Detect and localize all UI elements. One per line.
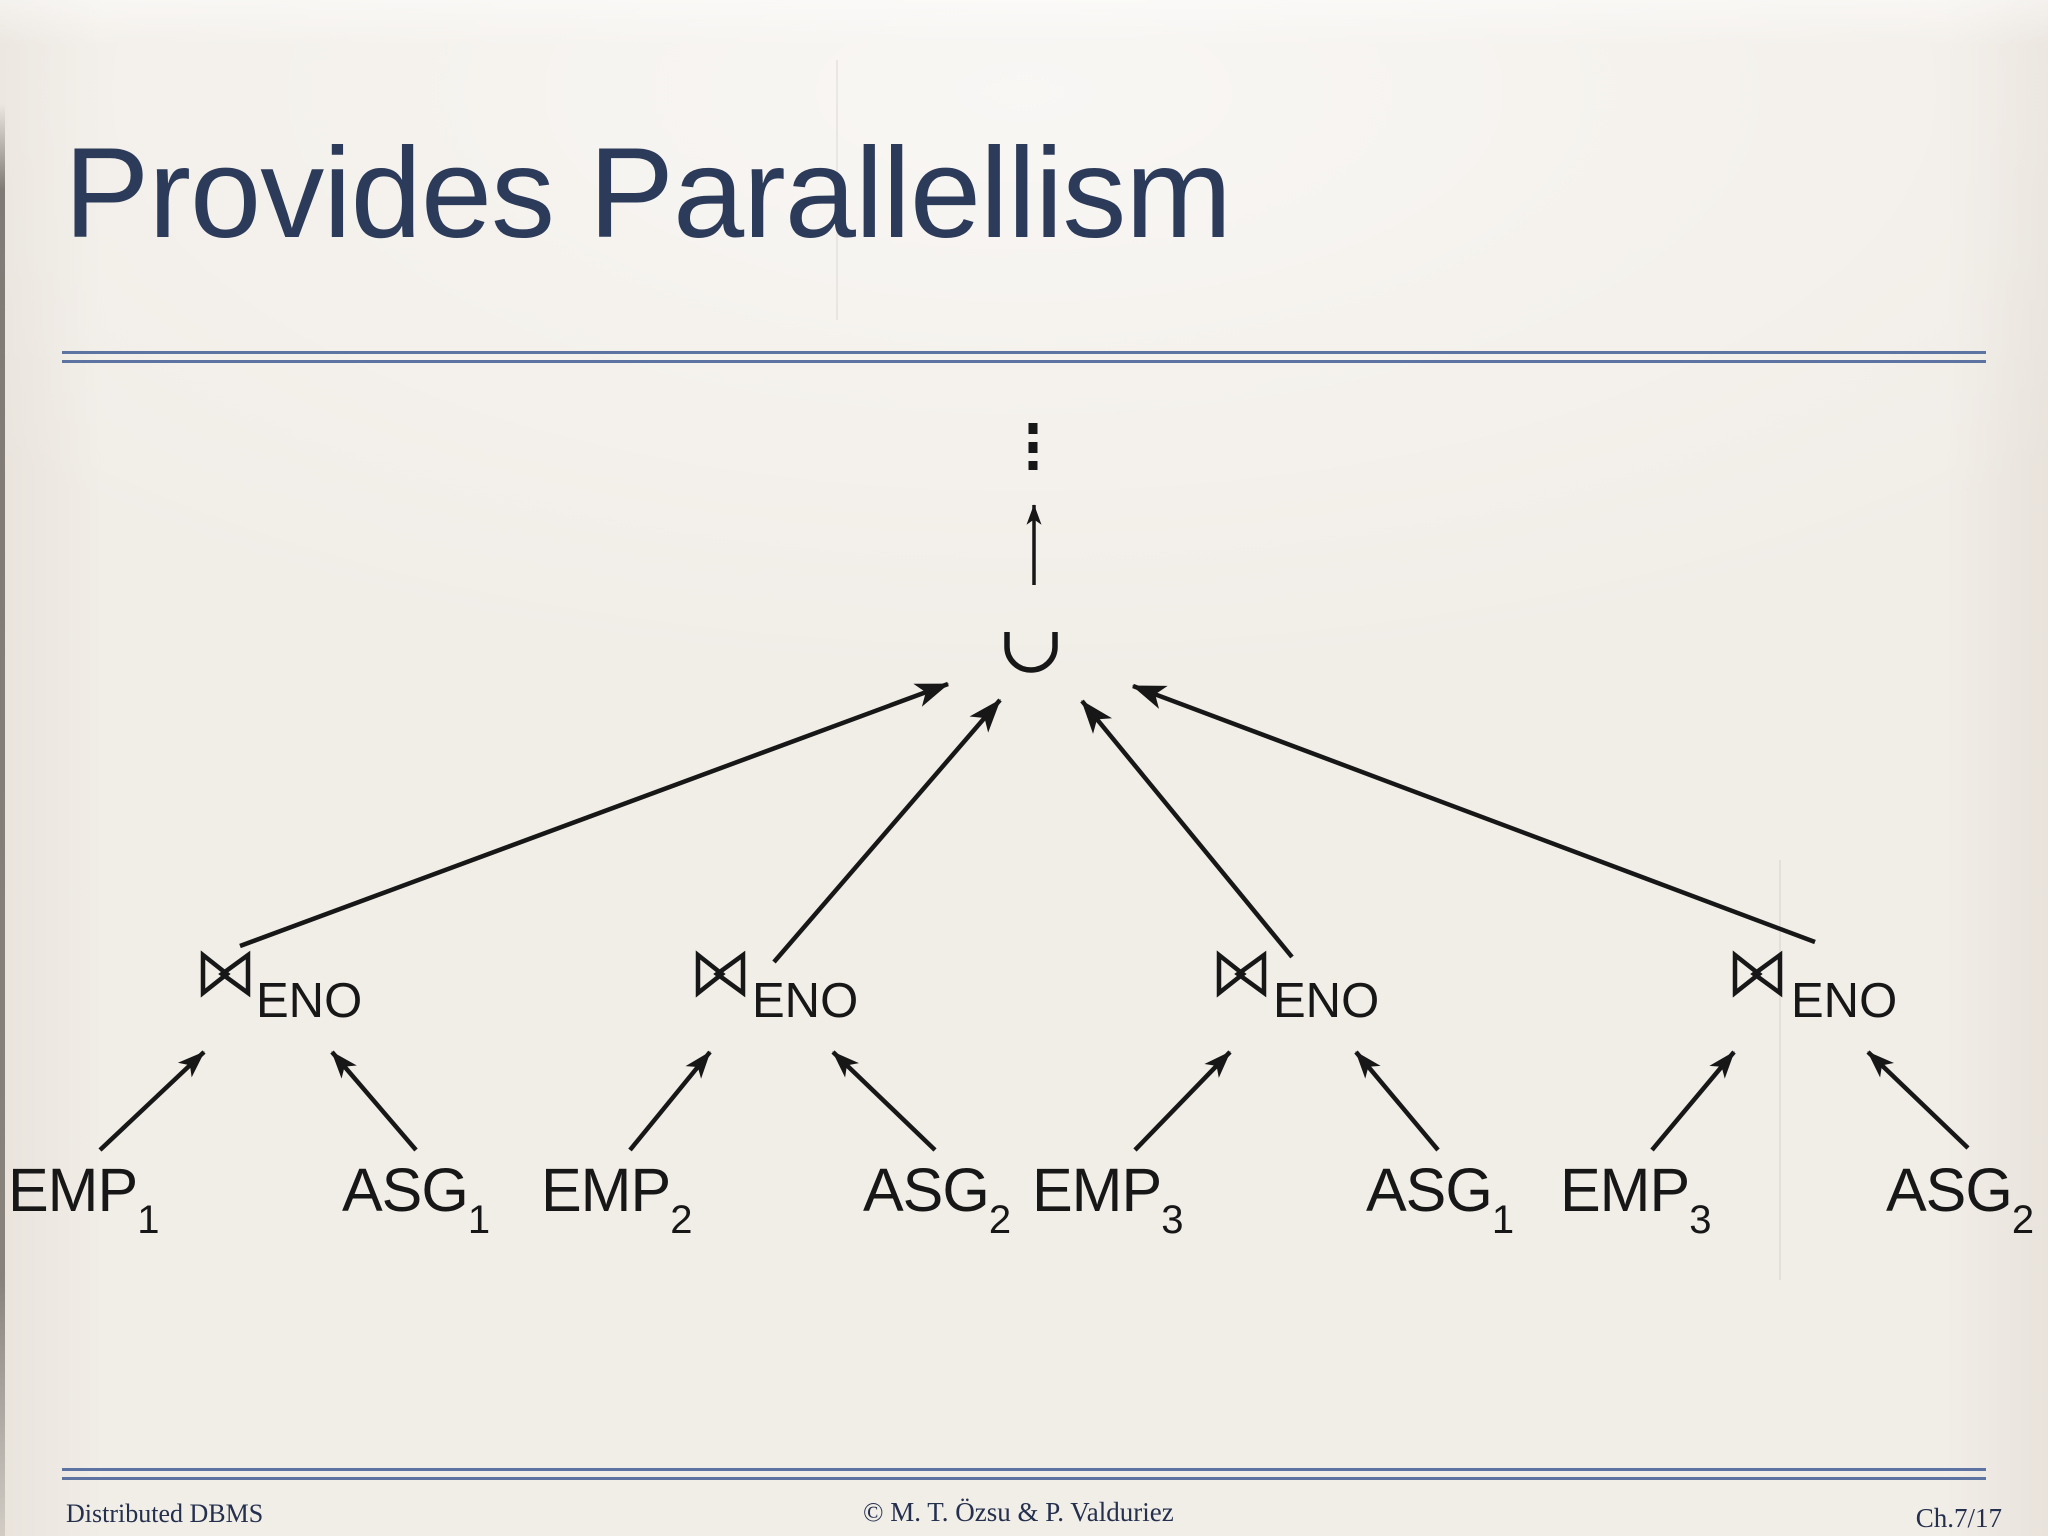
arrow-emp3-to-join4 <box>1650 1050 1736 1152</box>
footer-divider-line-bottom <box>62 1477 1986 1480</box>
leaf-subscript: 2 <box>2012 1198 2034 1242</box>
footer-course-name: Distributed DBMS <box>66 1499 264 1528</box>
title-divider-line-bottom <box>62 360 1986 363</box>
leaf-label-emp3b: EMP3 <box>1560 1156 1711 1242</box>
leaf-name: ASG <box>342 1156 468 1224</box>
union-icon <box>1004 632 1058 673</box>
join-attribute-label: ENO <box>752 974 858 1028</box>
leaf-subscript: 2 <box>989 1198 1011 1242</box>
join-attribute-label: ENO <box>1273 974 1379 1028</box>
footer-copyright: © M. T. Özsu & P. Valduriez <box>863 1497 1174 1527</box>
arrow-asg2-to-join2 <box>831 1050 937 1152</box>
leaf-subscript: 2 <box>670 1198 692 1242</box>
leaf-subscript: 3 <box>1161 1198 1183 1242</box>
leaf-name: EMP <box>1560 1156 1689 1224</box>
leaf-label-emp1: EMP1 <box>8 1156 159 1242</box>
join-attribute-label: ENO <box>256 974 362 1028</box>
footer-page-number: Ch.7/17 <box>1915 1503 2002 1533</box>
join-operator-icon <box>695 950 746 998</box>
paper-crease <box>1779 860 1781 1280</box>
arrow-asg1-to-join1 <box>330 1050 418 1152</box>
leaf-name: EMP <box>1032 1156 1161 1224</box>
arrow-emp1-to-join1 <box>98 1050 206 1152</box>
arrow-join3-to-union <box>1080 699 1294 959</box>
leaf-name: ASG <box>1886 1156 2012 1224</box>
photo-left-edge-shadow <box>0 104 5 1536</box>
leaf-name: ASG <box>1366 1156 1492 1224</box>
arrow-emp2-to-join2 <box>628 1050 712 1152</box>
arrow-asg1-to-join3 <box>1354 1050 1440 1152</box>
leaf-label-asg2b: ASG2 <box>1886 1156 2034 1242</box>
footer-divider-line-top <box>62 1468 1986 1471</box>
arrow-join4-to-union <box>1131 683 1816 945</box>
leaf-subscript: 1 <box>1492 1198 1514 1242</box>
leaf-name: EMP <box>8 1156 137 1224</box>
leaf-subscript: 1 <box>468 1198 490 1242</box>
leaf-label-emp2: EMP2 <box>541 1156 692 1242</box>
arrow-emp3-to-join3 <box>1133 1050 1232 1152</box>
join-operator-icon <box>1732 950 1783 998</box>
leaf-label-emp3: EMP3 <box>1032 1156 1183 1242</box>
leaf-name: EMP <box>541 1156 670 1224</box>
join-attribute-label: ENO <box>1791 974 1897 1028</box>
leaf-label-asg1: ASG1 <box>342 1156 490 1242</box>
join-operator-icon <box>200 950 251 998</box>
leaf-subscript: 1 <box>137 1198 159 1242</box>
leaf-label-asg2: ASG2 <box>863 1156 1011 1242</box>
arrow-asg2-to-join4 <box>1866 1050 1970 1150</box>
arrow-join1-to-union <box>239 681 950 949</box>
leaf-name: ASG <box>863 1156 989 1224</box>
leaf-label-asg1b: ASG1 <box>1366 1156 1514 1242</box>
title-divider-line-top <box>62 351 1986 354</box>
arrow-join2-to-union <box>772 698 1002 964</box>
join-operator-icon <box>1216 950 1267 998</box>
slide-title: Provides Parallellism <box>64 122 1232 265</box>
leaf-subscript: 3 <box>1689 1198 1711 1242</box>
paper-crease <box>836 60 838 320</box>
